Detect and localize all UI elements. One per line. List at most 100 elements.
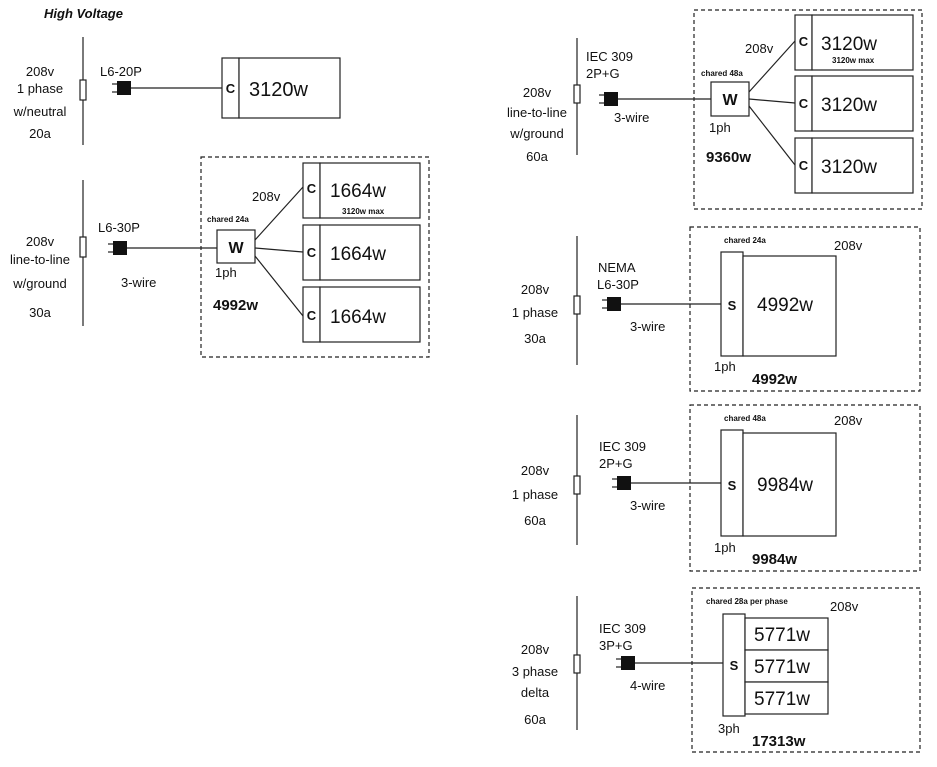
voltage-label: 208v	[745, 41, 774, 56]
hub-letter: S	[730, 658, 739, 673]
load-box	[319, 224, 421, 281]
plug-type: L6-30P	[597, 277, 639, 292]
total-watts: 4992w	[752, 371, 797, 388]
wire-label: 3-wire	[121, 275, 156, 290]
load-row: C 1664w	[302, 224, 421, 281]
source-line: line-to-line	[10, 252, 70, 267]
wire-label: 4-wire	[630, 678, 665, 693]
source-line: 20a	[29, 126, 51, 141]
source-line: 60a	[526, 149, 548, 164]
pdu-enclosure	[689, 226, 921, 392]
load-watts: 4992w	[757, 295, 813, 316]
source-line: 208v	[523, 85, 552, 100]
load-max-note: 3120w max	[342, 207, 385, 216]
voltage-label: 208v	[830, 599, 859, 614]
source-line: 1 phase	[512, 305, 558, 320]
load-letter: C	[799, 158, 809, 173]
voltage-label: 208v	[834, 413, 863, 428]
plug-icon	[602, 297, 621, 311]
plug-type: IEC 309	[599, 439, 646, 454]
circuit-208v-line-to-line-60a: 208v line-to-line w/ground 60a IEC 309 2…	[507, 9, 923, 210]
plug-icon	[112, 81, 131, 95]
load-watts: 1664w	[330, 307, 386, 328]
source-line: 3 phase	[512, 664, 558, 679]
hub-letter: W	[228, 240, 244, 257]
total-watts: 9984w	[752, 551, 797, 568]
source-label: 208v line-to-line w/ground 60a	[507, 85, 567, 164]
circuit-208v-1phase-30a: 208v 1 phase 30a NEMA L6-30P 3-wire char…	[512, 226, 921, 392]
load-letter: C	[307, 308, 317, 323]
load-watts: 1664w	[330, 181, 386, 202]
source-line: line-to-line	[507, 105, 567, 120]
load-row: C 3120w 3120w max	[794, 14, 914, 71]
shared-amps-label: chared 48a	[701, 69, 743, 78]
load-box	[744, 617, 829, 651]
phase-label: 1ph	[709, 120, 731, 135]
circuit-208v-1phase-20a: 208v 1 phase w/neutral 20a L6-20P C 3120…	[13, 37, 341, 145]
hub-w-box	[216, 229, 256, 264]
plug-type: L6-30P	[98, 220, 140, 235]
source-line: 208v	[521, 463, 550, 478]
receptacle	[573, 654, 581, 674]
wire-label: 3-wire	[630, 498, 665, 513]
receptacle	[573, 295, 581, 315]
plug-icon	[108, 241, 127, 255]
load-letter: C	[799, 34, 809, 49]
shared-amps-label: chared 24a	[207, 215, 249, 224]
hub-letter: S	[728, 478, 737, 493]
plug-icon	[599, 92, 618, 106]
load-max-note: 3120w max	[832, 56, 875, 65]
load-watts: 9984w	[757, 475, 813, 496]
plug-type: 2P+G	[586, 66, 620, 81]
source-line: w/ground	[12, 276, 66, 291]
source-line: 60a	[524, 513, 546, 528]
shared-amps-label: chared 24a	[724, 236, 766, 245]
load-row: C 1664w 3120w max	[302, 162, 421, 219]
hub-letter: S	[728, 298, 737, 313]
circuit-208v-3phase-delta-60a: 208v 3 phase delta 60a IEC 309 3P+G 4-wi…	[512, 587, 921, 753]
load-box	[811, 137, 914, 194]
branch-wire	[254, 186, 304, 241]
plug-type: 2P+G	[599, 456, 633, 471]
source-line: w/ground	[509, 126, 563, 141]
source-label: 208v line-to-line w/ground 30a	[10, 234, 70, 320]
plug-icon	[616, 656, 635, 670]
voltage-label: 208v	[252, 189, 281, 204]
total-watts: 9360w	[706, 149, 751, 166]
load-box	[742, 432, 837, 537]
load-box	[238, 57, 341, 119]
load-watts: 3120w	[821, 34, 877, 55]
circuit-208v-line-to-line-30a: 208v line-to-line w/ground 30a L6-30P 3-…	[10, 156, 430, 358]
source-line: w/neutral	[13, 104, 67, 119]
load-watts: 5771w	[754, 657, 810, 678]
load-box	[319, 162, 421, 219]
load-watts: 1664w	[330, 244, 386, 265]
branch-wire	[748, 98, 796, 104]
total-watts: 17313w	[752, 733, 806, 750]
source-line: 30a	[524, 331, 546, 346]
hub-w-box	[710, 81, 750, 117]
phase-label: 1ph	[714, 540, 736, 555]
load-box	[744, 649, 829, 683]
shared-amps-label: chared 28a per phase	[706, 597, 788, 606]
source-line: 208v	[26, 64, 55, 79]
load-row: C 3120w	[794, 137, 914, 194]
total-watts: 4992w	[213, 297, 258, 314]
load-letter: C	[307, 181, 317, 196]
wire-label: 3-wire	[630, 319, 665, 334]
load-watts: 5771w	[754, 625, 810, 646]
plug-type: NEMA	[598, 260, 636, 275]
receptacle	[79, 236, 87, 258]
source-label: 208v 3 phase delta 60a	[512, 642, 558, 727]
voltage-label: 208v	[834, 238, 863, 253]
hub-letter: W	[722, 92, 738, 109]
load-watts: 3120w	[821, 95, 877, 116]
source-label: 208v 1 phase 60a	[512, 463, 558, 528]
load-watts: 5771w	[754, 689, 810, 710]
source-line: 208v	[521, 642, 550, 657]
phase-label: 3ph	[718, 721, 740, 736]
plug-type: IEC 309	[586, 49, 633, 64]
source-line: 208v	[26, 234, 55, 249]
diagram-title: High Voltage	[44, 6, 123, 21]
